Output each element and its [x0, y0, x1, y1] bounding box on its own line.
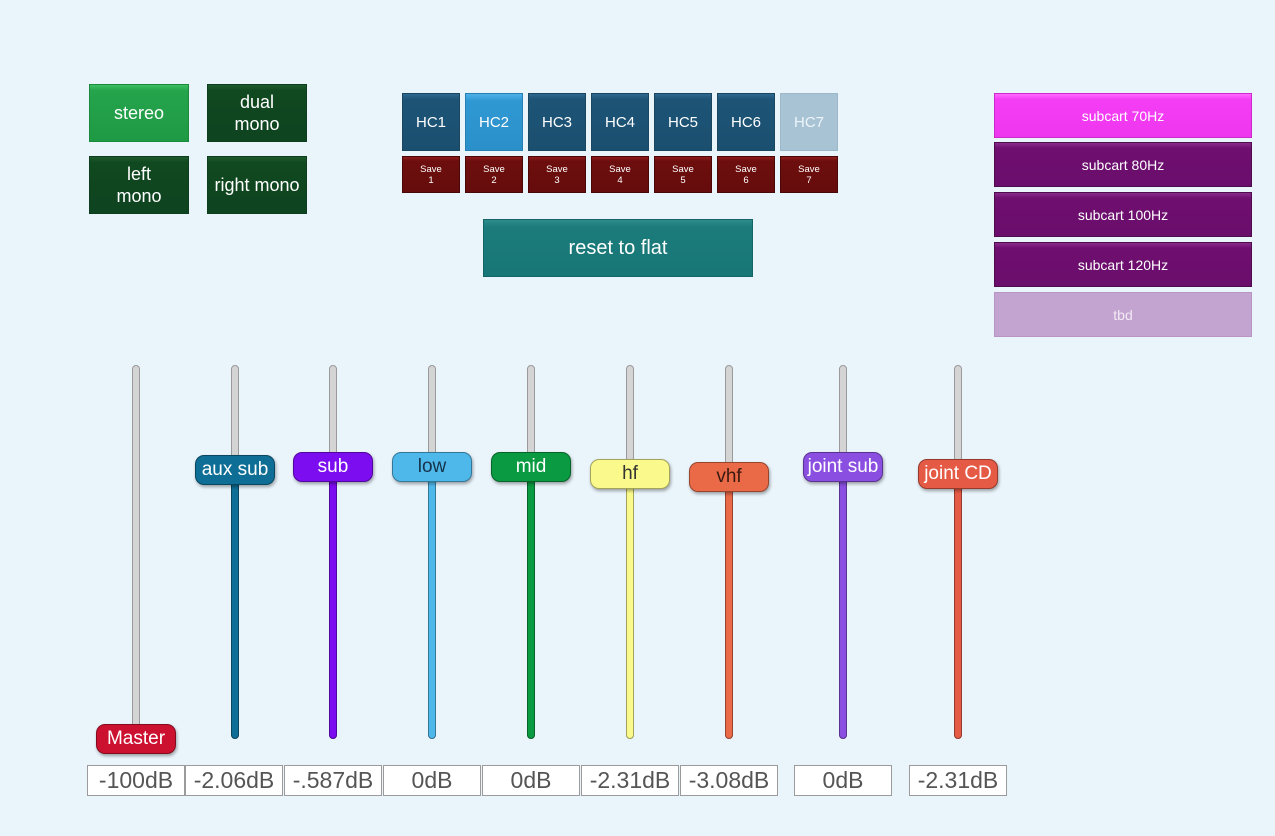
fader-value-hf[interactable]: -2.31dB [581, 765, 679, 796]
house-curve-button-hc4[interactable]: HC4 [591, 93, 649, 151]
save-number: 3 [554, 174, 560, 186]
house-curve-button-hc2[interactable]: HC2 [465, 93, 523, 151]
save-label: Save [483, 163, 505, 175]
reset-to-flat-button[interactable]: reset to flat [483, 219, 753, 277]
house-curve-button-hc6[interactable]: HC6 [717, 93, 775, 151]
subcart-button-subcart-70hz[interactable]: subcart 70Hz [994, 93, 1252, 138]
fader-knob-joint-sub[interactable]: joint sub [803, 452, 883, 483]
subcart-button-subcart-100hz[interactable]: subcart 100Hz [994, 192, 1252, 237]
save-label: Save [609, 163, 631, 175]
fader-value-low[interactable]: 0dB [383, 765, 481, 796]
fader-fill-aux-sub [231, 470, 239, 739]
fader-value-aux-sub[interactable]: -2.06dB [185, 765, 283, 796]
fader-value-sub[interactable]: -.587dB [284, 765, 382, 796]
save-label: Save [735, 163, 757, 175]
save-label: Save [546, 163, 568, 175]
fader-fill-mid [527, 467, 535, 739]
save-label: Save [420, 163, 442, 175]
fader-fill-joint-sub [839, 467, 847, 739]
save-number: 5 [680, 174, 686, 186]
fader-value-mid[interactable]: 0dB [482, 765, 580, 796]
mode-button-stereo[interactable]: stereo [89, 84, 189, 142]
mode-button-left-mono[interactable]: left mono [89, 156, 189, 214]
fader-knob-joint-cd[interactable]: joint CD [918, 458, 998, 489]
fader-track-master[interactable] [132, 365, 140, 739]
save-number: 2 [491, 174, 497, 186]
subcart-button-subcart-120hz[interactable]: subcart 120Hz [994, 242, 1252, 287]
fader-knob-vhf[interactable]: vhf [689, 461, 769, 492]
house-curve-button-hc3[interactable]: HC3 [528, 93, 586, 151]
fader-knob-sub[interactable]: sub [293, 452, 373, 483]
fader-knob-aux-sub[interactable]: aux sub [195, 455, 275, 486]
fader-value-joint-sub[interactable]: 0dB [794, 765, 892, 796]
fader-knob-low[interactable]: low [392, 452, 472, 483]
fader-fill-vhf [725, 476, 733, 739]
fader-value-vhf[interactable]: -3.08dB [680, 765, 778, 796]
fader-value-master[interactable]: -100dB [87, 765, 185, 796]
save-number: 1 [428, 174, 434, 186]
save-number: 4 [617, 174, 623, 186]
save-label: Save [672, 163, 694, 175]
fader-knob-master[interactable]: Master [96, 724, 176, 754]
fader-value-joint-cd[interactable]: -2.31dB [909, 765, 1007, 796]
house-curve-button-hc1[interactable]: HC1 [402, 93, 460, 151]
fader-fill-hf [626, 473, 634, 739]
mode-button-right-mono[interactable]: right mono [207, 156, 307, 214]
fader-knob-mid[interactable]: mid [491, 452, 571, 483]
save-number: 6 [743, 174, 749, 186]
fader-knob-hf[interactable]: hf [590, 458, 670, 489]
subcart-button-tbd[interactable]: tbd [994, 292, 1252, 337]
fader-fill-sub [329, 467, 337, 739]
fader-fill-low [428, 467, 436, 739]
house-curve-button-hc7[interactable]: HC7 [780, 93, 838, 151]
fader-fill-joint-cd [954, 473, 962, 739]
save-number: 7 [806, 174, 812, 186]
subcart-button-subcart-80hz[interactable]: subcart 80Hz [994, 142, 1252, 187]
mode-button-dual-mono[interactable]: dual mono [207, 84, 307, 142]
save-label: Save [798, 163, 820, 175]
house-curve-button-hc5[interactable]: HC5 [654, 93, 712, 151]
